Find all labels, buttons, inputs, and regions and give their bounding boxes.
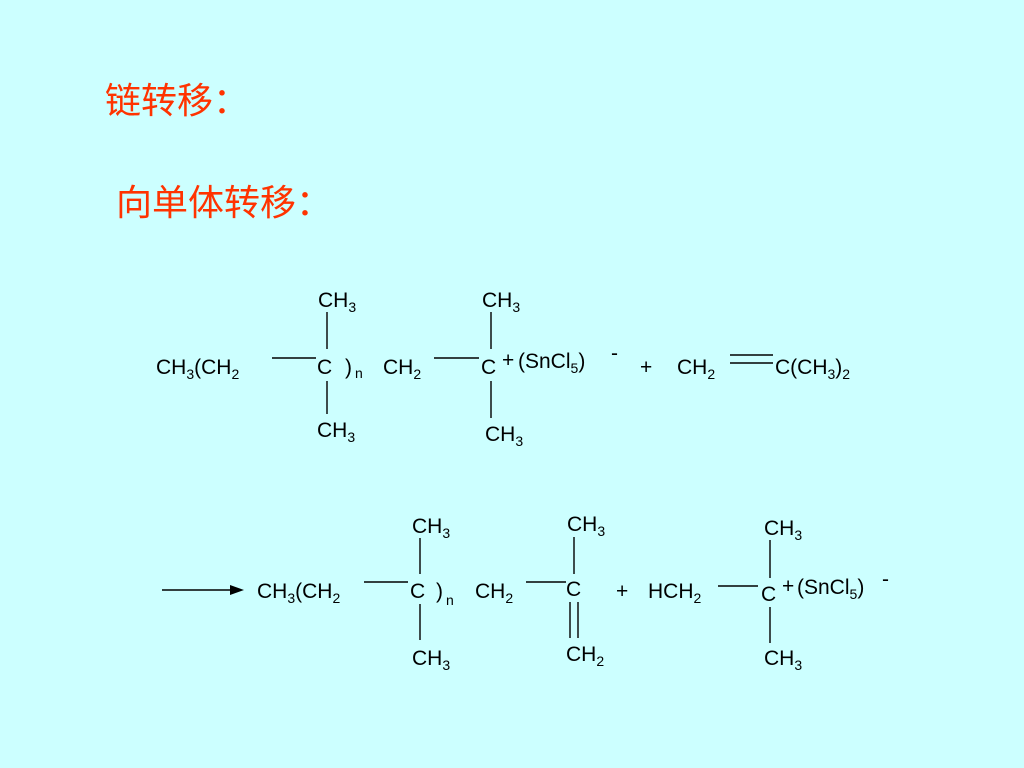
chain-transfer-heading: 链转移： <box>105 81 250 122</box>
methyl-bottom-1: CH3​ <box>317 419 355 445</box>
plus-charge: + <box>782 575 794 598</box>
reaction-arrow-head <box>230 585 244 595</box>
plus-charge: + <box>502 349 514 372</box>
monomer-ch2: CH2​ <box>677 356 715 382</box>
repeat-n: n <box>446 592 454 608</box>
plus-sign: + <box>640 356 652 379</box>
monomer-transfer-heading: 向单体转移： <box>116 183 333 224</box>
methyl-top-2: CH3​ <box>482 289 520 315</box>
chain-start-formula: CH3​(CH2​ <box>156 356 239 382</box>
methyl-top-1: CH3​ <box>412 515 450 541</box>
close-paren: ) <box>345 356 352 379</box>
close-paren: ) <box>436 580 443 603</box>
quaternary-carbon: C <box>410 580 425 603</box>
quaternary-carbon: C <box>317 356 332 379</box>
monomer-c-ch3-2: C(CH3​)2​ <box>775 356 850 382</box>
methylene-bottom: CH2​ <box>566 643 604 669</box>
methyl-top-2: CH3​ <box>567 513 605 539</box>
hch2-group: HCH2​ <box>648 580 702 606</box>
cation-carbon: C <box>761 583 776 606</box>
minus-charge: - <box>882 568 889 591</box>
counterion: (SnCl5​) <box>797 576 864 602</box>
chain-start-formula: CH3​(CH2​ <box>257 580 340 606</box>
ch2-group: CH2​ <box>475 580 513 606</box>
ch2-group: CH2​ <box>383 356 421 382</box>
vinyl-carbon: C <box>566 578 581 601</box>
minus-charge: - <box>611 342 618 365</box>
methyl-top-1: CH3​ <box>318 289 356 315</box>
methyl-bottom-1: CH3​ <box>412 647 450 673</box>
repeat-n: n <box>355 365 363 381</box>
counterion: (SnCl5​) <box>518 350 585 376</box>
cation-carbon: C <box>481 356 496 379</box>
methyl-bottom: CH3​ <box>764 647 802 673</box>
methyl-top: CH3​ <box>764 517 802 543</box>
methyl-bottom-2: CH3​ <box>485 423 523 449</box>
plus-sign: + <box>616 580 628 603</box>
